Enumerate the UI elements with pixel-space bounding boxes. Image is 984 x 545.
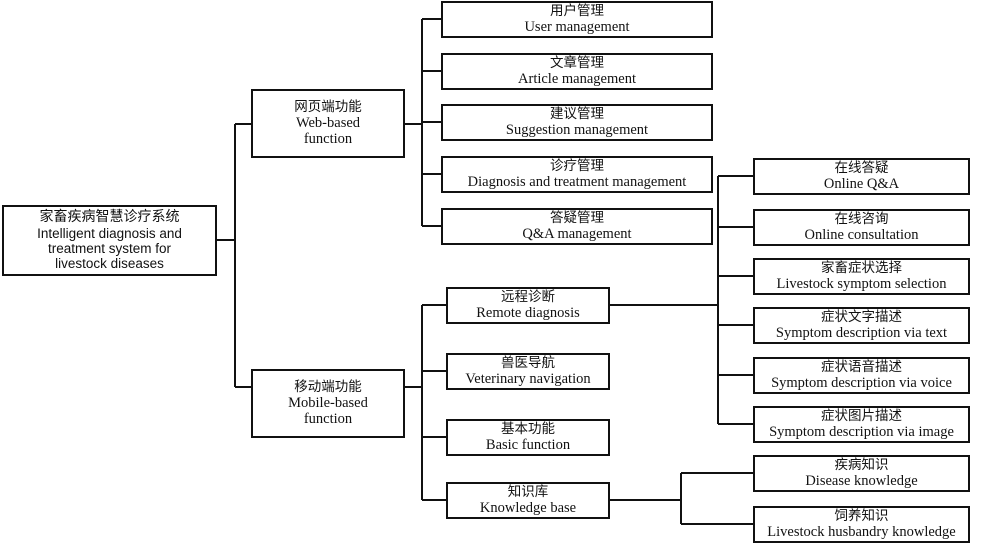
symptom-image-node: 症状图片描述 Symptom description via image [753, 406, 970, 443]
diagnosis-management-zh: 诊疗管理 [550, 157, 604, 174]
symptom-image-zh: 症状图片描述 [821, 407, 902, 424]
basic-function-en: Basic function [485, 436, 571, 453]
symptom-voice-node: 症状语音描述 Symptom description via voice [753, 357, 970, 394]
qa-management-node: 答疑管理 Q&A management [441, 208, 713, 245]
symptom-image-en: Symptom description via image [769, 423, 954, 440]
online-consultation-en: Online consultation [804, 226, 919, 243]
mobile-function-en-line1: Mobile-based [288, 394, 368, 411]
mobile-function-zh: 移动端功能 [294, 378, 362, 395]
remote-diagnosis-en: Remote diagnosis [476, 304, 580, 321]
root-title-zh: 家畜疾病智慧诊疗系统 [39, 209, 180, 225]
basic-function-zh: 基本功能 [501, 420, 555, 437]
symptom-text-node: 症状文字描述 Symptom description via text [753, 307, 970, 344]
mobile-function-en-line2: function [303, 411, 353, 428]
disease-knowledge-node: 疾病知识 Disease knowledge [753, 455, 970, 492]
diagnosis-management-en: Diagnosis and treatment management [467, 173, 687, 190]
mobile-function-node: 移动端功能 Mobile-based function [251, 369, 405, 438]
web-function-en-line1: Web-based [295, 114, 361, 131]
knowledge-base-en: Knowledge base [479, 499, 577, 516]
article-management-zh: 文章管理 [550, 54, 604, 71]
husbandry-knowledge-en: Livestock husbandry knowledge [767, 523, 956, 540]
disease-knowledge-en: Disease knowledge [805, 472, 918, 489]
veterinary-navigation-zh: 兽医导航 [501, 354, 555, 371]
suggestion-management-zh: 建议管理 [550, 105, 604, 122]
veterinary-navigation-en: Veterinary navigation [465, 370, 591, 387]
root-title-en-line3: livestock diseases [55, 255, 164, 271]
symptom-selection-en: Livestock symptom selection [776, 275, 947, 292]
knowledge-base-zh: 知识库 [507, 483, 549, 500]
online-qa-en: Online Q&A [823, 175, 900, 192]
symptom-text-zh: 症状文字描述 [821, 308, 902, 325]
web-function-zh: 网页端功能 [294, 98, 362, 115]
web-function-en-line2: function [303, 131, 353, 148]
article-management-node: 文章管理 Article management [441, 53, 713, 90]
online-qa-zh: 在线答疑 [834, 159, 889, 176]
disease-knowledge-zh: 疾病知识 [834, 456, 889, 473]
husbandry-knowledge-zh: 饲养知识 [834, 507, 889, 524]
suggestion-management-en: Suggestion management [505, 121, 649, 138]
symptom-selection-zh: 家畜症状选择 [821, 259, 902, 276]
online-consultation-node: 在线咨询 Online consultation [753, 209, 970, 246]
article-management-en: Article management [518, 70, 636, 87]
user-management-node: 用户管理 User management [441, 1, 713, 38]
basic-function-node: 基本功能 Basic function [446, 419, 610, 456]
symptom-voice-zh: 症状语音描述 [821, 358, 902, 375]
husbandry-knowledge-node: 饲养知识 Livestock husbandry knowledge [753, 506, 970, 543]
qa-management-en: Q&A management [522, 225, 632, 242]
root-title-en-line2: treatment system for [47, 240, 172, 256]
online-qa-node: 在线答疑 Online Q&A [753, 158, 970, 195]
user-management-en: User management [524, 18, 630, 35]
web-function-node: 网页端功能 Web-based function [251, 89, 405, 158]
veterinary-navigation-node: 兽医导航 Veterinary navigation [446, 353, 610, 390]
online-consultation-zh: 在线咨询 [834, 210, 889, 227]
symptom-text-en: Symptom description via text [775, 324, 948, 341]
diagnosis-management-node: 诊疗管理 Diagnosis and treatment management [441, 156, 713, 193]
symptom-voice-en: Symptom description via voice [771, 374, 952, 391]
root-node: 家畜疾病智慧诊疗系统 Intelligent diagnosis and tre… [2, 205, 217, 276]
root-title-en-line1: Intelligent diagnosis and [37, 225, 182, 241]
suggestion-management-node: 建议管理 Suggestion management [441, 104, 713, 141]
qa-management-zh: 答疑管理 [550, 209, 604, 226]
user-management-zh: 用户管理 [550, 2, 604, 19]
knowledge-base-node: 知识库 Knowledge base [446, 482, 610, 519]
remote-diagnosis-node: 远程诊断 Remote diagnosis [446, 287, 610, 324]
remote-diagnosis-zh: 远程诊断 [501, 288, 555, 305]
symptom-selection-node: 家畜症状选择 Livestock symptom selection [753, 258, 970, 295]
